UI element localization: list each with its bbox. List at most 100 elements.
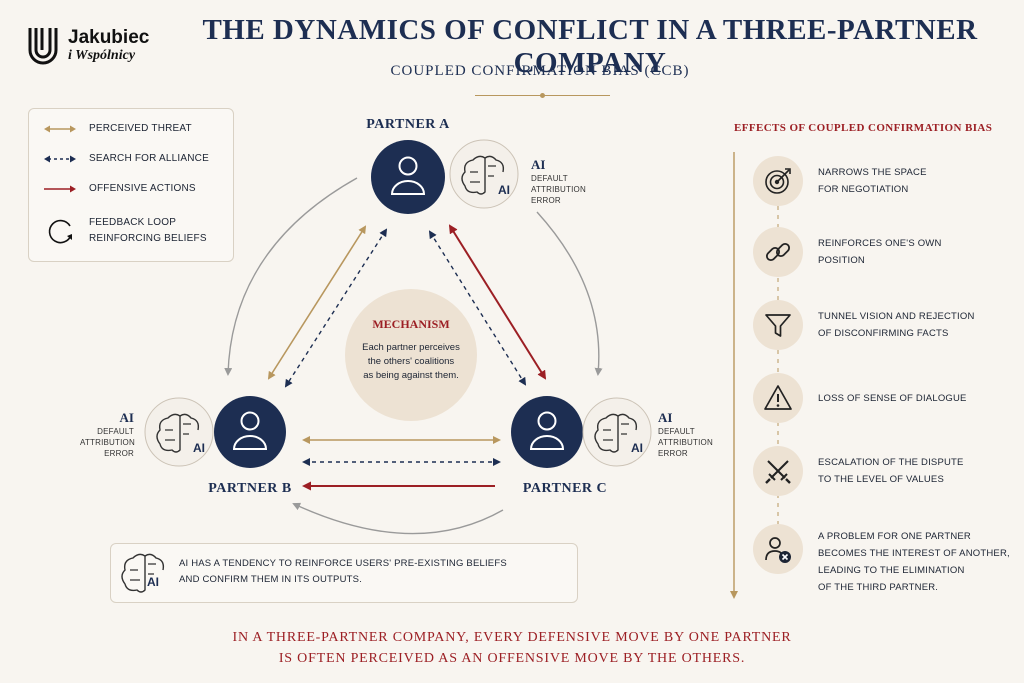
ai-note-text: AI HAS A TENDENCY TO REINFORCE USERS' PR… xyxy=(179,556,559,588)
ai-attribution-a: AI DEFAULT ATTRIBUTION ERROR xyxy=(531,157,586,206)
effect-icon-5 xyxy=(753,446,803,496)
chain-link-icon xyxy=(765,242,791,262)
loop-icon xyxy=(48,219,72,244)
ai-attribution-b: AI DEFAULT ATTRIBUTION ERROR xyxy=(80,410,135,459)
effect-line: OF THE THIRD PARTNER. xyxy=(818,582,939,593)
effect-line: A PROBLEM FOR ONE PARTNER xyxy=(818,531,971,542)
legend-label: SEARCH FOR ALLIANCE xyxy=(89,153,209,164)
effect-text-3: TUNNEL VISION AND REJECTION OF DISCONFIR… xyxy=(818,308,1024,342)
legend-label: FEEDBACK LOOP xyxy=(89,217,177,228)
ai-heading: AI xyxy=(658,410,673,425)
blue-dashed-double-arrow-icon xyxy=(44,155,76,162)
ai-text-line: ATTRIBUTION xyxy=(531,185,586,194)
legend-item-feedback-loop: FEEDBACK LOOP REINFORCING BELIEFS xyxy=(43,215,207,247)
warning-icon xyxy=(764,385,792,410)
partner-b-node xyxy=(214,396,286,468)
user-remove-icon xyxy=(765,537,791,563)
ai-text-line: ERROR xyxy=(104,449,134,458)
partner-a-label: PARTNER A xyxy=(366,117,450,132)
legend-label: OFFENSIVE ACTIONS xyxy=(89,183,196,194)
ai-text-line: DEFAULT xyxy=(658,427,695,436)
ai-heading: AI xyxy=(531,157,546,172)
ai-brain-badge-a xyxy=(449,139,519,209)
ai-text-line: DEFAULT xyxy=(97,427,134,436)
ai-badge-label-b: AI xyxy=(193,441,205,455)
effect-line: ESCALATION OF THE DISPUTE xyxy=(818,457,964,468)
effect-line: OF DISCONFIRMING FACTS xyxy=(818,328,949,339)
gold-double-arrow-icon xyxy=(44,125,76,132)
offensive-arrow-c-a xyxy=(448,224,547,380)
legend-item-alliance: SEARCH FOR ALLIANCE xyxy=(43,153,209,164)
effect-icon-4 xyxy=(753,373,803,423)
ai-note-box: AI AI HAS A TENDENCY TO REINFORCE USERS'… xyxy=(110,543,578,603)
effects-title: EFFECTS OF COUPLED CONFIRMATION BIAS xyxy=(734,122,993,134)
legend-item-offensive: OFFENSIVE ACTIONS xyxy=(43,183,196,194)
footer-line: IN A THREE-PARTNER COMPANY, EVERY DEFENS… xyxy=(232,630,792,645)
page-title: THE DYNAMICS OF CONFLICT IN A THREE-PART… xyxy=(202,14,978,79)
crossed-swords-icon xyxy=(765,460,791,484)
title-divider-dot xyxy=(540,93,545,98)
mechanism-description: Each partner perceives the others' coali… xyxy=(346,341,476,383)
effect-text-4: LOSS OF SENSE OF DIALOGUE xyxy=(818,390,1024,407)
ai-text-line: DEFAULT xyxy=(531,174,568,183)
effect-line: REINFORCES ONE'S OWN xyxy=(818,238,942,249)
effect-line: FOR NEGOTIATION xyxy=(818,184,909,195)
partner-c-node xyxy=(511,396,583,468)
mechanism-title: MECHANISM xyxy=(372,317,450,331)
ai-badge-label-a: AI xyxy=(498,183,510,197)
ai-attribution-c: AI DEFAULT ATTRIBUTION ERROR xyxy=(658,410,713,459)
effect-line: TUNNEL VISION AND REJECTION xyxy=(818,311,975,322)
mechanism-line: Each partner perceives xyxy=(362,342,460,353)
ai-text-line: ERROR xyxy=(658,449,688,458)
ai-brain-badge-c xyxy=(582,397,652,467)
footer-statement: IN A THREE-PARTNER COMPANY, EVERY DEFENS… xyxy=(150,627,874,669)
effect-icon-2 xyxy=(753,227,803,277)
feedback-curve-right xyxy=(536,211,603,376)
company-logo: Jakubiec i Wspólnicy xyxy=(26,24,149,68)
note-line: AND CONFIRM THEM IN ITS OUTPUTS. xyxy=(179,574,363,585)
logo-mark-icon xyxy=(28,28,58,65)
effect-line: TO THE LEVEL OF VALUES xyxy=(818,474,945,485)
logo-name: Jakubiec xyxy=(68,27,150,48)
funnel-icon xyxy=(765,314,791,337)
effect-line: BECOMES THE INTEREST OF ANOTHER, xyxy=(818,548,1010,559)
red-arrow-icon xyxy=(44,185,76,192)
effect-icon-3 xyxy=(753,300,803,350)
note-line: AI HAS A TENDENCY TO REINFORCE USERS' PR… xyxy=(179,558,507,569)
ai-badge-label-c: AI xyxy=(631,441,643,455)
alliance-arrow-a-b xyxy=(284,228,388,388)
logo-subtitle: i Wspólnicy xyxy=(68,48,136,63)
effect-text-2: REINFORCES ONE'S OWN POSITION xyxy=(818,235,1024,269)
ai-text-line: ATTRIBUTION xyxy=(658,438,713,447)
ai-text-line: ERROR xyxy=(531,196,561,205)
feedback-curve-left xyxy=(224,177,358,376)
legend-label: PERCEIVED THREAT xyxy=(89,123,192,134)
partner-b-label: PARTNER B xyxy=(208,481,292,496)
feedback-curve-bottom xyxy=(292,502,504,535)
legend-label: REINFORCING BELIEFS xyxy=(89,233,207,244)
effect-text-6: A PROBLEM FOR ONE PARTNER BECOMES THE IN… xyxy=(818,528,1024,596)
ai-text-line: ATTRIBUTION xyxy=(80,438,135,447)
ai-heading: AI xyxy=(119,410,134,425)
mechanism-line: as being against them. xyxy=(363,370,459,381)
effect-line: NARROWS THE SPACE xyxy=(818,167,927,178)
target-icon xyxy=(765,168,791,194)
effect-icon-6 xyxy=(753,524,803,574)
legend: PERCEIVED THREAT SEARCH FOR ALLIANCE OFF… xyxy=(28,108,234,262)
effect-icon-1 xyxy=(753,156,803,206)
mechanism-line: the others' coalitions xyxy=(367,356,455,367)
effect-text-5: ESCALATION OF THE DISPUTE TO THE LEVEL O… xyxy=(818,454,1024,488)
legend-item-threat: PERCEIVED THREAT xyxy=(43,123,192,134)
mechanism-circle xyxy=(345,289,477,421)
effect-text-1: NARROWS THE SPACE FOR NEGOTIATION xyxy=(818,164,1024,198)
partner-c-label: PARTNER C xyxy=(522,481,608,496)
ai-brain-badge-b xyxy=(144,397,214,467)
effect-line: LOSS OF SENSE OF DIALOGUE xyxy=(818,393,967,404)
page-subtitle: COUPLED CONFIRMATION BIAS (CCB) xyxy=(390,63,690,79)
brain-icon xyxy=(121,553,165,593)
effect-line: POSITION xyxy=(818,255,865,266)
effect-line: LEADING TO THE ELIMINATION xyxy=(818,565,965,576)
footer-line: IS OFTEN PERCEIVED AS AN OFFENSIVE MOVE … xyxy=(278,651,746,666)
note-ai-badge: AI xyxy=(147,575,159,589)
